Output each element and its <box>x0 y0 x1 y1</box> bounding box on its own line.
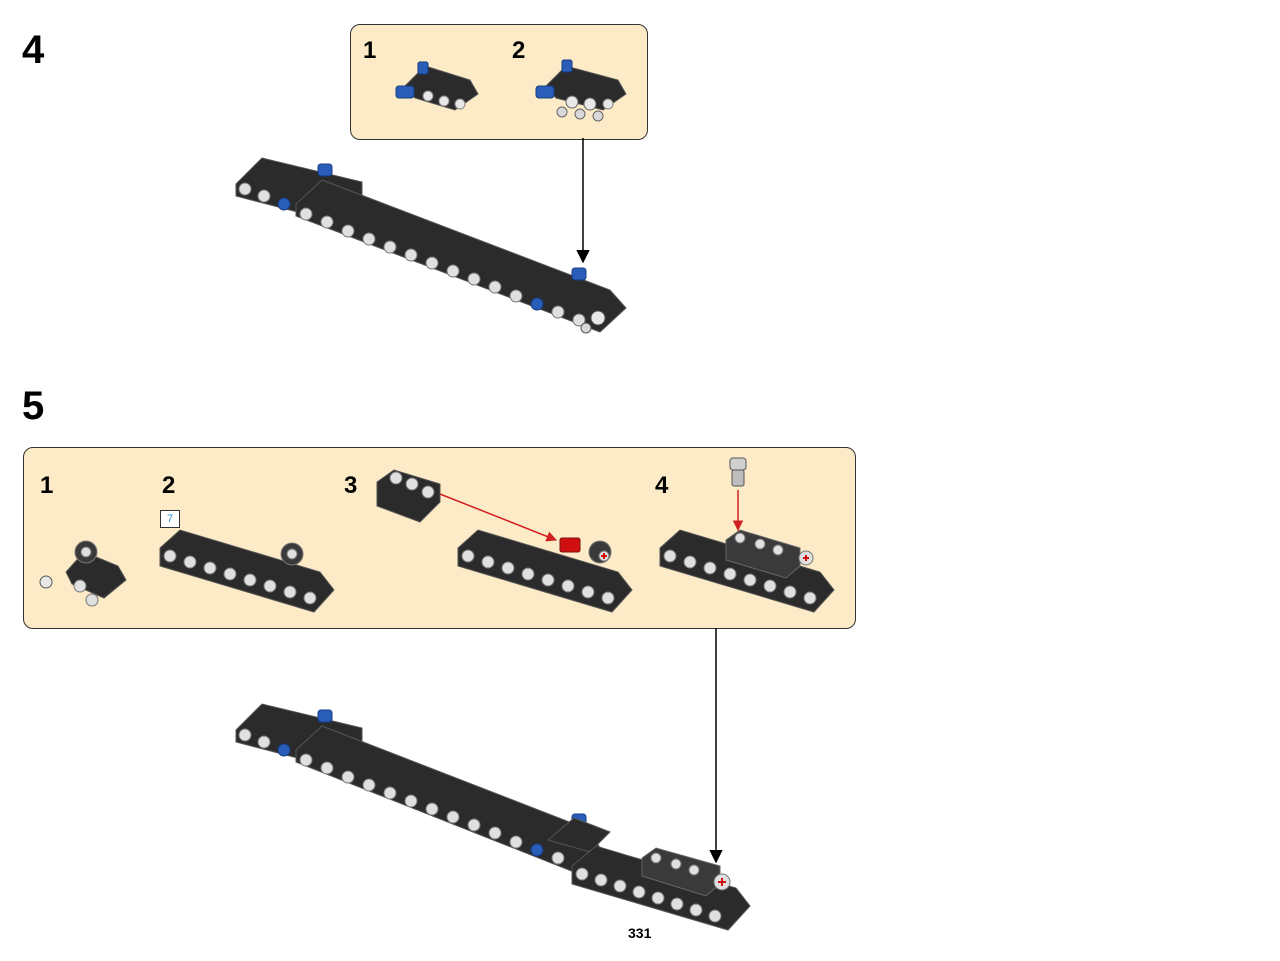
step-5-count-badge: 7 <box>160 510 180 528</box>
step-5-sub3-red-arrow <box>439 493 557 542</box>
step-5-substep-3-label: 3 <box>344 472 358 499</box>
step-5-sub4-gray-pin-icon <box>729 457 747 487</box>
step-4-substep-2-label: 2 <box>512 37 526 64</box>
red-axle-icon <box>559 537 581 553</box>
step-5-substep-2-label: 2 <box>162 472 176 499</box>
step-5-sub4-assembly-icon <box>659 529 835 613</box>
step-4-main-model <box>235 157 627 334</box>
step-5-sub3-connector-icon <box>376 469 441 523</box>
step-5-sub2-beam-icon <box>159 529 335 613</box>
step-5-sub3-beam-icon <box>457 529 633 613</box>
step-4-substep-1-label: 1 <box>363 37 377 64</box>
step-5-sub1-connector-icon <box>39 540 127 607</box>
step-5-callout: 1 2 7 3 4 <box>23 447 856 629</box>
step-5-number: 5 <box>22 384 45 428</box>
step-4-number: 4 <box>22 28 45 72</box>
step-4-sub2-assembly-icon <box>535 59 627 122</box>
step-5-substep-1-label: 1 <box>40 472 54 499</box>
step-5-main-model <box>235 703 751 931</box>
step-4-sub1-assembly-icon <box>395 61 479 111</box>
step-5-substep-4-label: 4 <box>655 472 669 499</box>
page-number: 331 <box>628 925 652 941</box>
